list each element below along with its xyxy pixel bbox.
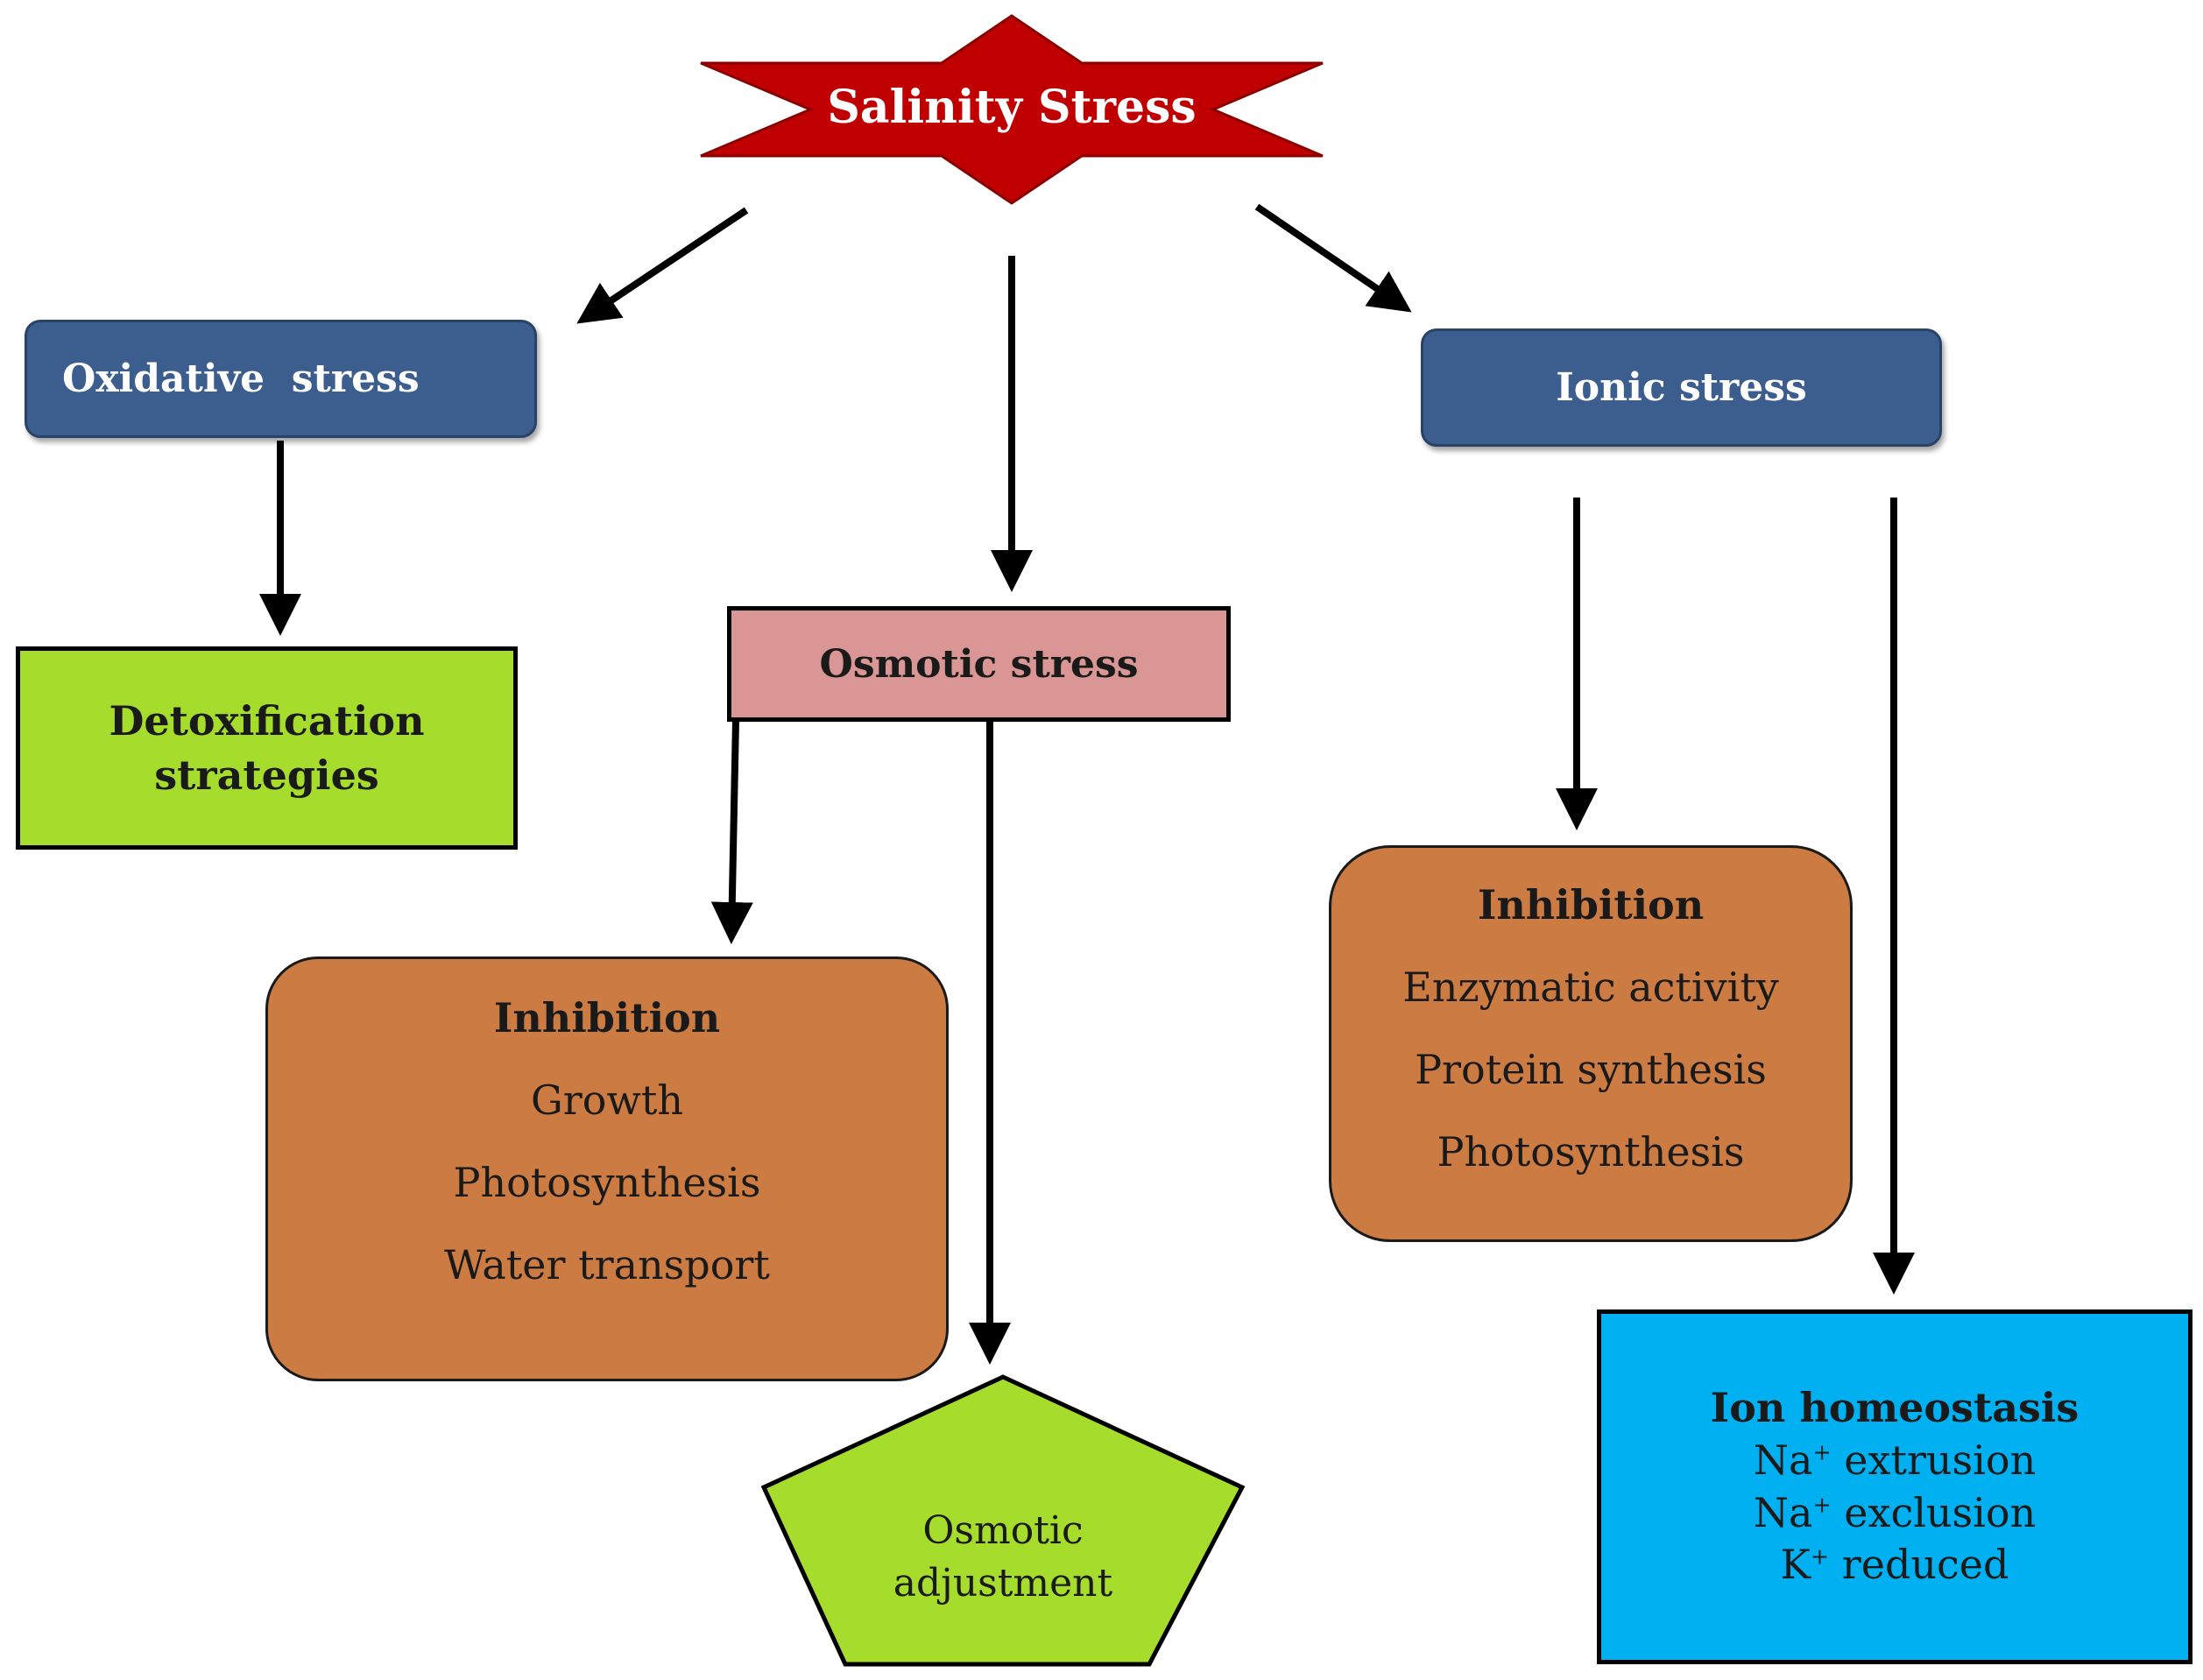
- salinity-stress-star: [700, 14, 1324, 205]
- ionic-stress-box: Ionic stress: [1421, 328, 1942, 447]
- osmotic-inhibition-item: Photosynthesis: [453, 1159, 761, 1206]
- osmotic-stress-label: Osmotic stress: [819, 641, 1139, 687]
- ionic-stress-label: Ionic stress: [1556, 365, 1807, 410]
- detoxification-line1: Detoxification: [109, 696, 425, 745]
- osmotic-inhibition-item: Growth: [531, 1076, 683, 1124]
- arrow-star-to-ionic: [1254, 203, 1412, 313]
- osmotic-adjustment-line1: Osmotic: [922, 1508, 1083, 1553]
- ionic-inhibition-item: Photosynthesis: [1437, 1128, 1745, 1175]
- salinity-stress-title: Salinity Stress: [827, 81, 1196, 134]
- osmotic-adjustment-pentagon: [760, 1374, 1246, 1667]
- detoxification-box: Detoxification strategies: [16, 646, 518, 850]
- ion-homeostasis-item: Na+ exclusion: [1753, 1488, 2037, 1536]
- osmotic-inhibition-item: Water transport: [444, 1241, 770, 1288]
- arrow-osmotic-to-inhibition: [710, 720, 753, 944]
- ionic-inhibition-box: Inhibition Enzymatic activity Protein sy…: [1329, 845, 1853, 1242]
- osmotic-inhibition-heading: Inhibition: [493, 994, 721, 1041]
- ion-homeostasis-box: Ion homeostasis Na+ extrusion Na+ exclus…: [1597, 1309, 2192, 1664]
- oxidative-stress-label: Oxidative stress: [62, 356, 420, 401]
- ion-homeostasis-item: K+ reduced: [1780, 1541, 2009, 1589]
- osmotic-adjustment-line2: adjustment: [893, 1561, 1113, 1606]
- ion-homeostasis-item: Na+ extrusion: [1753, 1436, 2037, 1484]
- detoxification-line2: strategies: [154, 752, 379, 799]
- osmotic-stress-box: Osmotic stress: [727, 606, 1231, 722]
- ionic-inhibition-item: Protein synthesis: [1415, 1046, 1767, 1093]
- ion-homeostasis-heading: Ion homeostasis: [1710, 1383, 2079, 1431]
- oxidative-stress-box: Oxidative stress: [25, 320, 537, 438]
- ionic-inhibition-heading: Inhibition: [1477, 881, 1705, 928]
- osmotic-inhibition-box: Inhibition Growth Photosynthesis Water t…: [265, 956, 949, 1381]
- ionic-inhibition-item: Enzymatic activity: [1402, 964, 1779, 1011]
- arrow-star-to-oxidative: [576, 207, 749, 324]
